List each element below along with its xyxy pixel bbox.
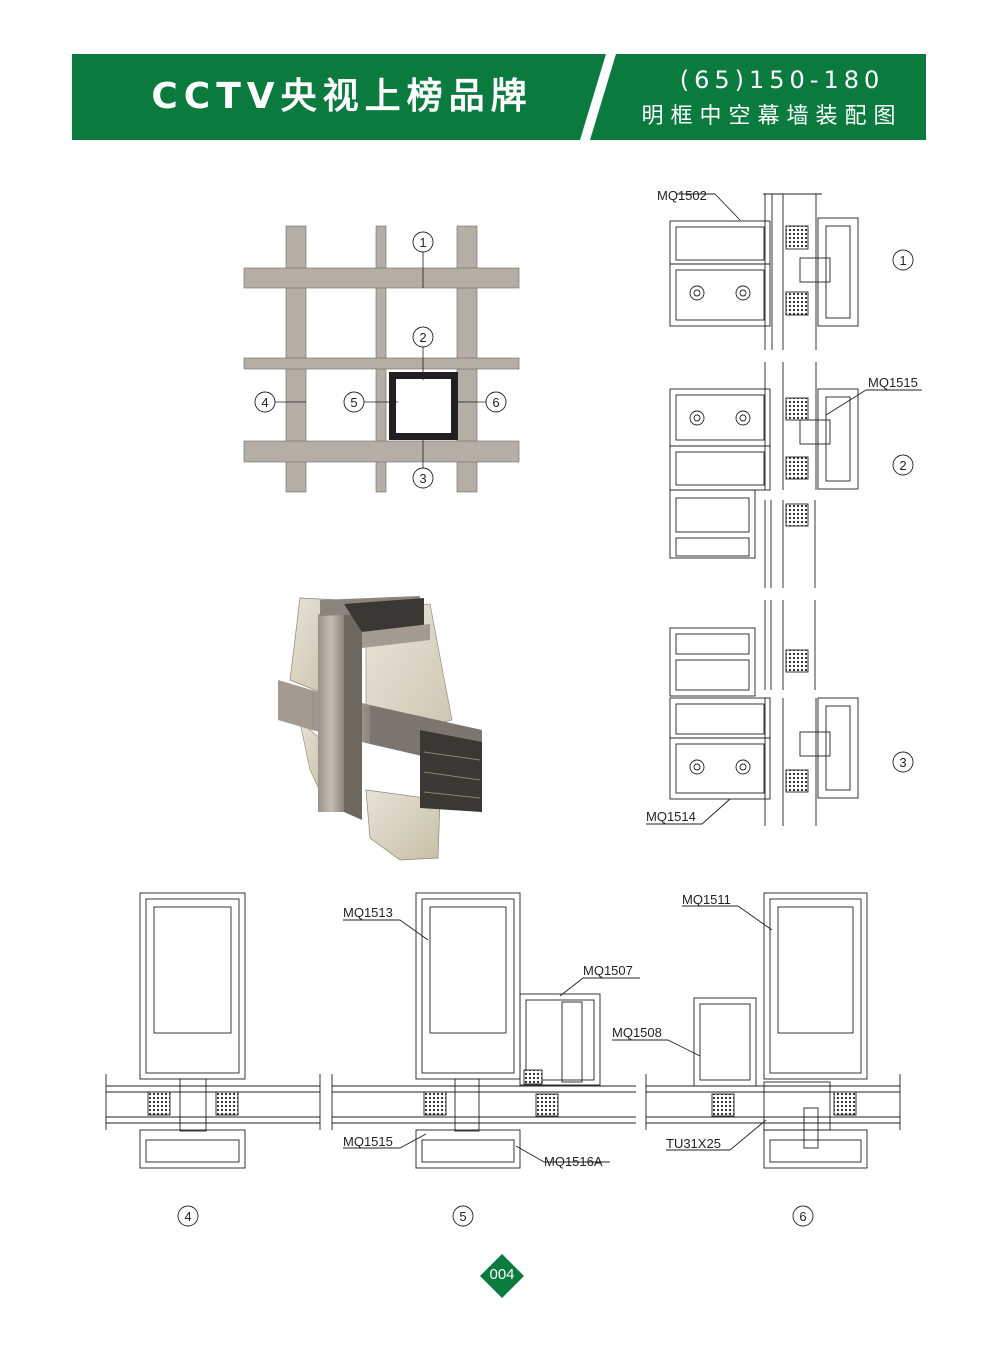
- section-1: [669, 193, 914, 350]
- section-callout-6: 6: [799, 1209, 806, 1224]
- series-spec: (65)150-180: [679, 66, 885, 94]
- callout-2: 2: [419, 330, 426, 345]
- page-number-diamond: [480, 1254, 524, 1298]
- vertical-sections: [646, 193, 922, 826]
- label-tu31x25: TU31X25: [666, 1136, 721, 1151]
- section-callout-3: 3: [899, 755, 906, 770]
- label-mq1514: MQ1514: [646, 809, 696, 824]
- section-callout-5: 5: [459, 1209, 466, 1224]
- callout-3: 3: [419, 471, 426, 486]
- callout-6: 6: [492, 395, 499, 410]
- header-background: [72, 54, 926, 140]
- section-4: [105, 892, 321, 1227]
- horizontal-sections: [105, 892, 901, 1227]
- label-mq1502: MQ1502: [657, 188, 707, 203]
- callout-4: 4: [261, 395, 268, 410]
- section-6: [612, 892, 901, 1227]
- label-mq1516a: MQ1516A: [544, 1154, 603, 1169]
- label-mq1515-right: MQ1515: [868, 375, 918, 390]
- perspective-render: [278, 596, 482, 861]
- label-mq1508: MQ1508: [612, 1025, 662, 1040]
- grid-elevation: 1 2 3 4 5 6: [243, 225, 520, 493]
- section-2: [669, 362, 922, 588]
- label-mq1515-bottom: MQ1515: [343, 1134, 393, 1149]
- section-3: [646, 600, 914, 826]
- label-mq1507: MQ1507: [583, 963, 633, 978]
- right-labels: MQ1502 MQ1515 MQ1514 1 2 3: [646, 188, 918, 824]
- page-number: 004: [489, 1266, 515, 1283]
- drawing-title: 明框中空幕墙装配图: [641, 104, 903, 129]
- label-mq1511: MQ1511: [682, 892, 731, 907]
- callout-1: 1: [419, 235, 426, 250]
- brand-title: CCTV央视上榜品牌: [151, 76, 533, 117]
- section-callout-1: 1: [899, 253, 906, 268]
- section-callout-4: 4: [184, 1209, 191, 1224]
- bottom-labels: MQ1513 MQ1507 MQ1508 MQ1511 MQ1515 MQ151…: [184, 892, 806, 1224]
- header-banner: CCTV央视上榜品牌 (65)150-180 明框中空幕墙装配图: [72, 54, 926, 140]
- label-mq1513: MQ1513: [343, 905, 393, 920]
- section-5: [331, 892, 640, 1227]
- callout-5: 5: [350, 395, 357, 410]
- section-callout-2: 2: [899, 458, 906, 473]
